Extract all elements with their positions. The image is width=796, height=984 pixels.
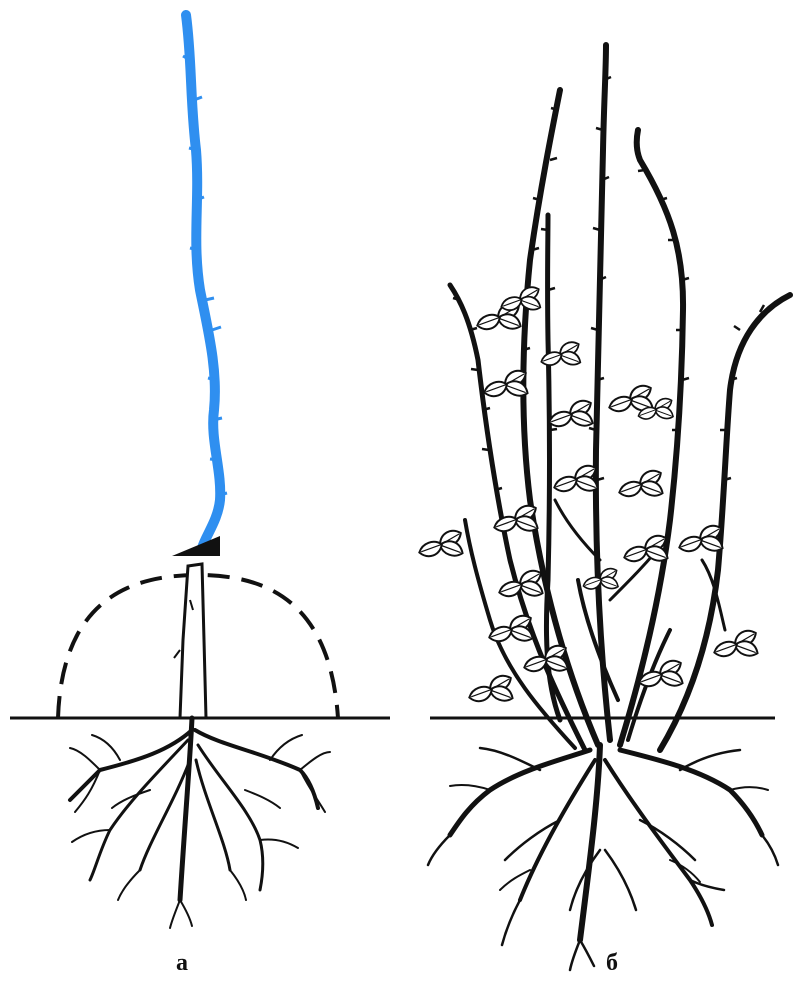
panel-label-b: б — [606, 950, 618, 977]
roots-a — [70, 718, 330, 928]
roots-b — [428, 745, 778, 970]
stump — [180, 564, 206, 718]
cut-cane-blue — [186, 15, 220, 548]
panel-label-a: а — [176, 950, 188, 977]
panel-a — [10, 15, 390, 928]
leaf-icon — [417, 283, 760, 704]
panel-b — [417, 45, 790, 970]
cut-marker-icon — [172, 536, 220, 556]
